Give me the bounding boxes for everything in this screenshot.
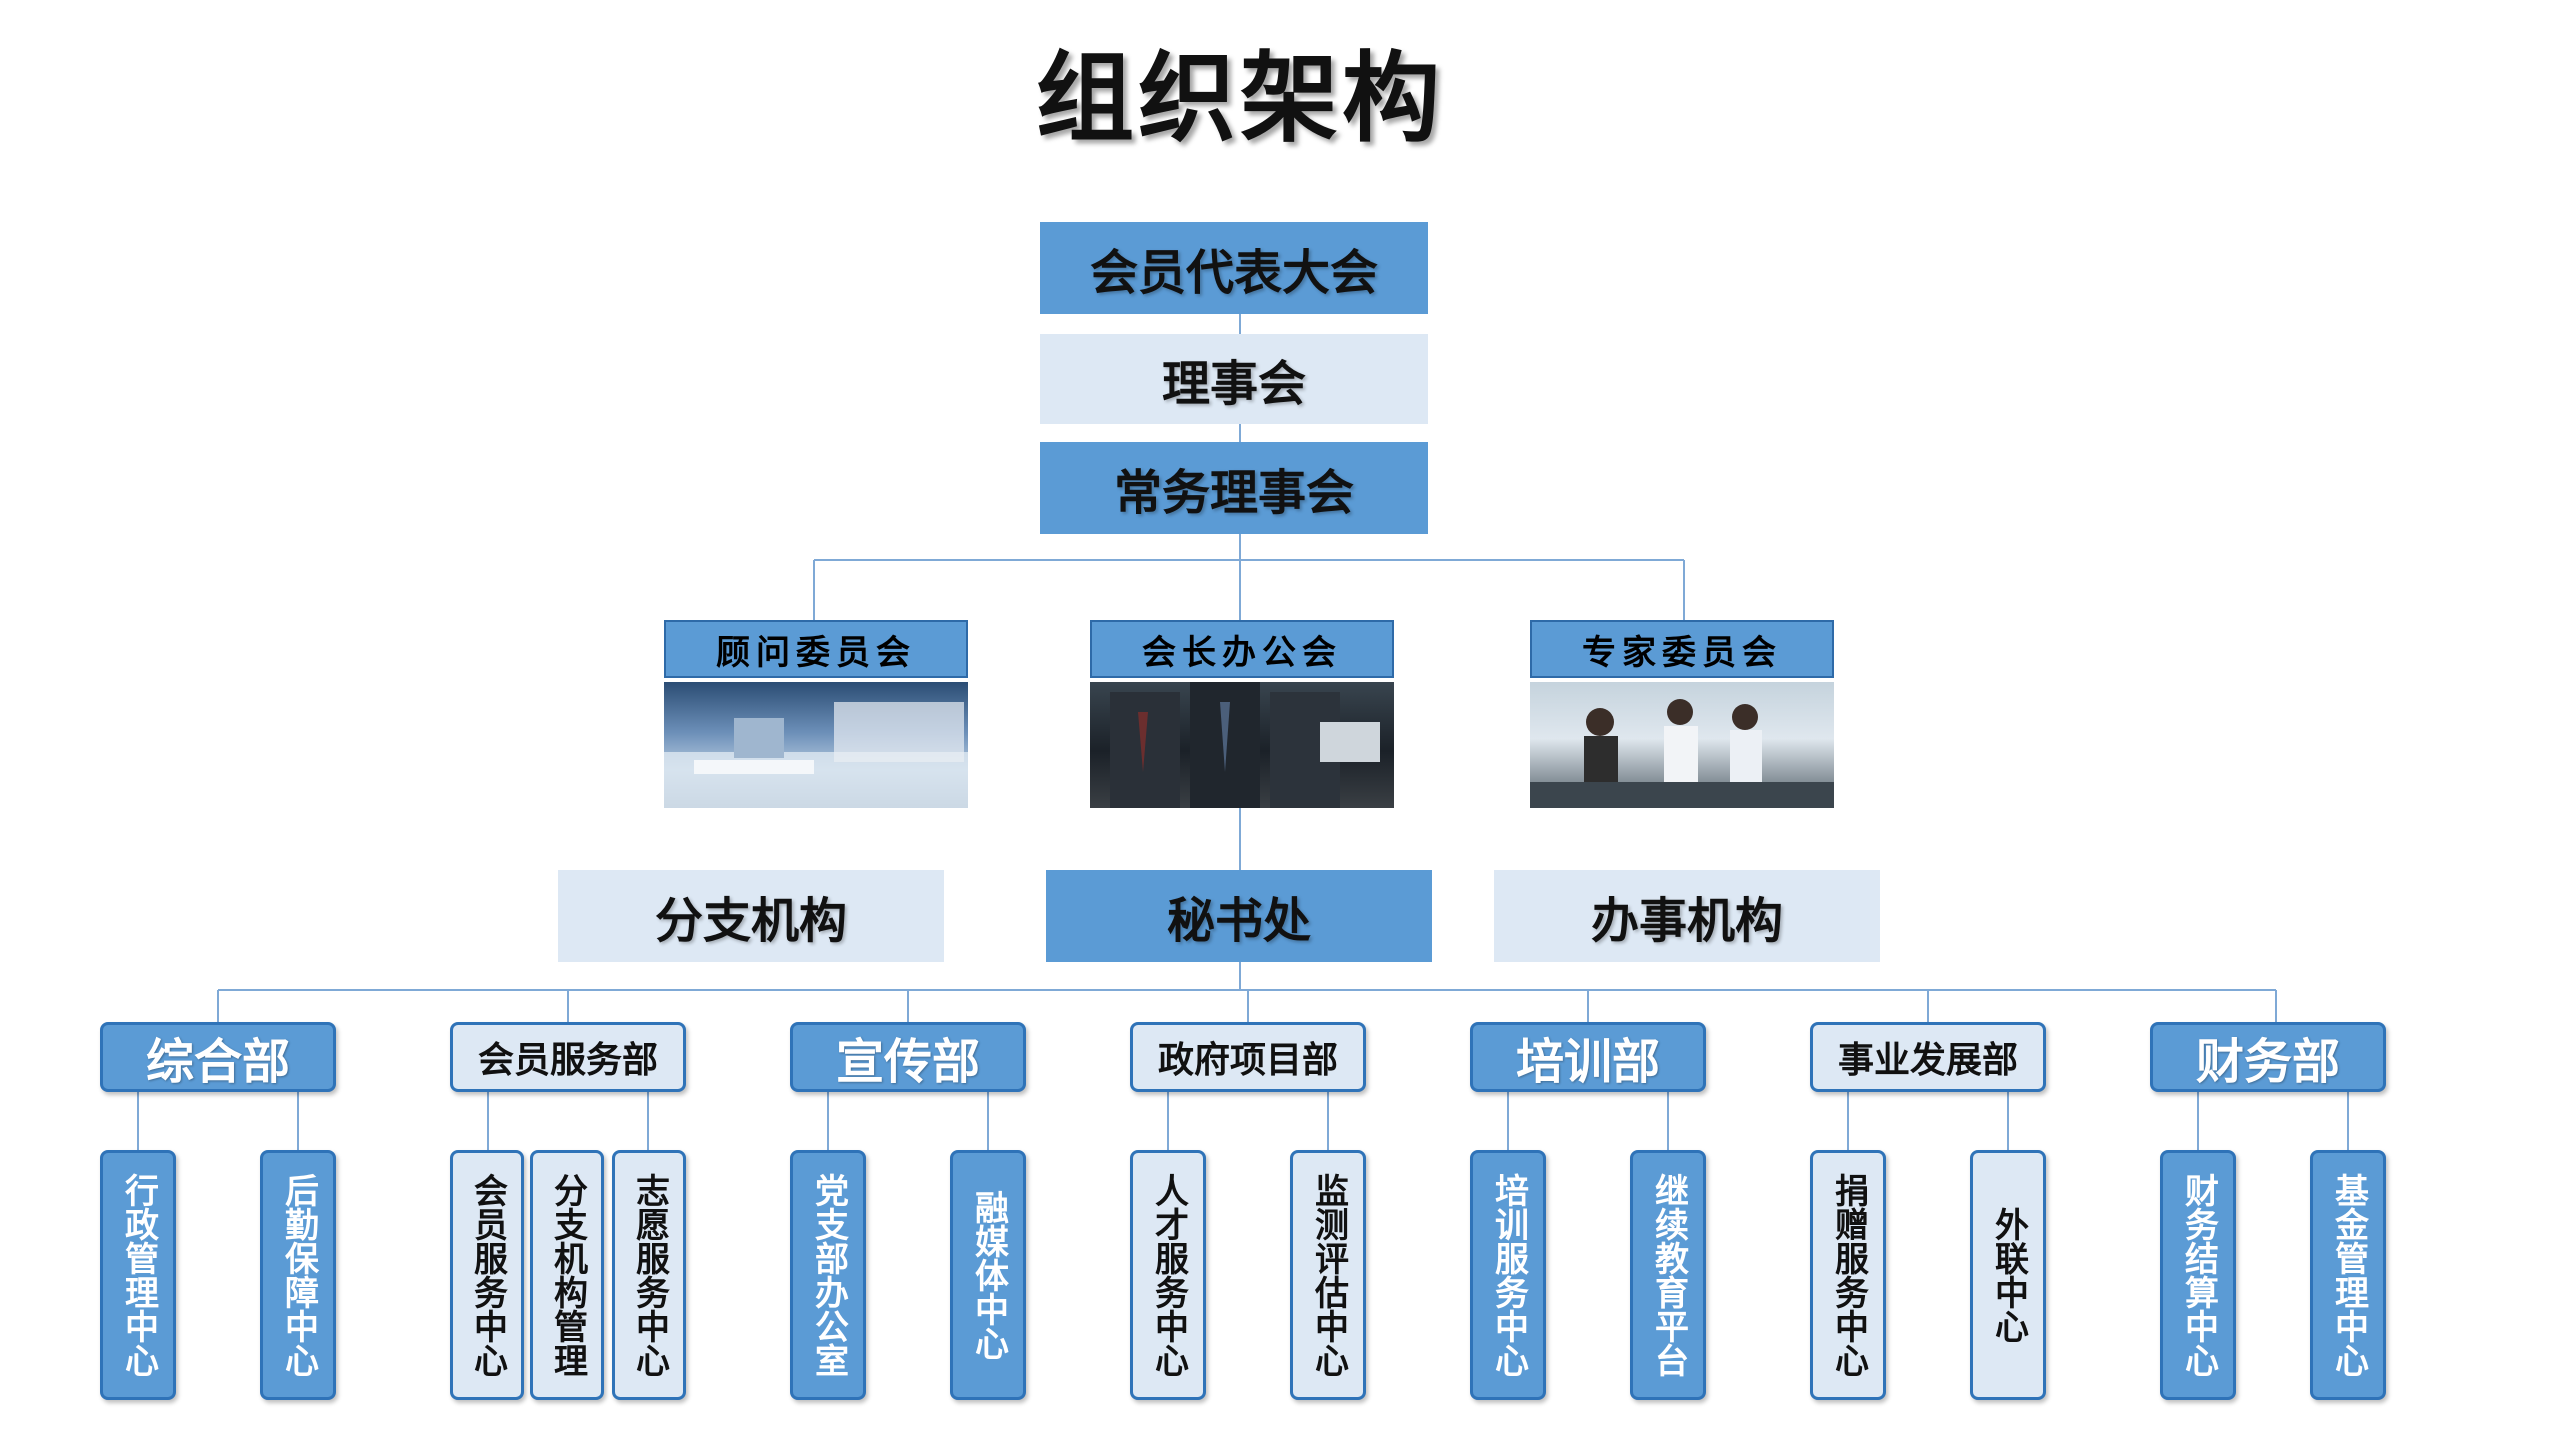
department-government-projects: 政府项目部: [1130, 1022, 1366, 1092]
department-training: 培训部: [1470, 1022, 1706, 1092]
center-external-liaison: 外联中心: [1970, 1150, 2046, 1400]
center-financial-settlement: 财务结算中心: [2160, 1150, 2236, 1400]
department-member-services: 会员服务部: [450, 1022, 686, 1092]
member-congress-box: 会员代表大会: [1040, 222, 1428, 314]
center-admin-management: 行政管理中心: [100, 1150, 176, 1400]
center-monitoring-evaluation: 监测评估中心: [1290, 1150, 1366, 1400]
office-photo-image: [664, 682, 968, 808]
advisory-committee: 顾问委员会: [664, 620, 968, 810]
department-finance: 财务部: [2150, 1022, 2386, 1092]
center-fund-management: 基金管理中心: [2310, 1150, 2386, 1400]
president-office-meeting: 会长办公会: [1090, 620, 1394, 810]
branch-organizations-box: 分支机构: [558, 870, 944, 962]
business-people-photo-image: [1090, 682, 1394, 808]
standing-council-box: 常务理事会: [1040, 442, 1428, 534]
department-general: 综合部: [100, 1022, 336, 1092]
department-business-development: 事业发展部: [1810, 1022, 2046, 1092]
committee-label: 顾问委员会: [664, 620, 968, 678]
administrative-offices-box: 办事机构: [1494, 870, 1880, 962]
center-donation-services: 捐赠服务中心: [1810, 1150, 1886, 1400]
page-title: 组织架构: [1035, 41, 1444, 156]
center-party-branch-office: 党支部办公室: [790, 1150, 866, 1400]
center-volunteer-services: 志愿服务中心: [612, 1150, 686, 1400]
expert-committee: 专家委员会: [1530, 620, 1834, 810]
center-branch-management: 分支机构管理: [530, 1150, 604, 1400]
committee-label: 专家委员会: [1530, 620, 1834, 678]
committee-label: 会长办公会: [1090, 620, 1394, 678]
center-logistics: 后勤保障中心: [260, 1150, 336, 1400]
center-media: 融媒体中心: [950, 1150, 1026, 1400]
council-box: 理事会: [1040, 334, 1428, 424]
center-member-services: 会员服务中心: [450, 1150, 524, 1400]
center-training-services: 培训服务中心: [1470, 1150, 1546, 1400]
center-talent-services: 人才服务中心: [1130, 1150, 1206, 1400]
team-meeting-photo-image: [1530, 682, 1834, 808]
secretariat-box: 秘书处: [1046, 870, 1432, 962]
center-continuing-education: 继续教育平台: [1630, 1150, 1706, 1400]
department-publicity: 宣传部: [790, 1022, 1026, 1092]
